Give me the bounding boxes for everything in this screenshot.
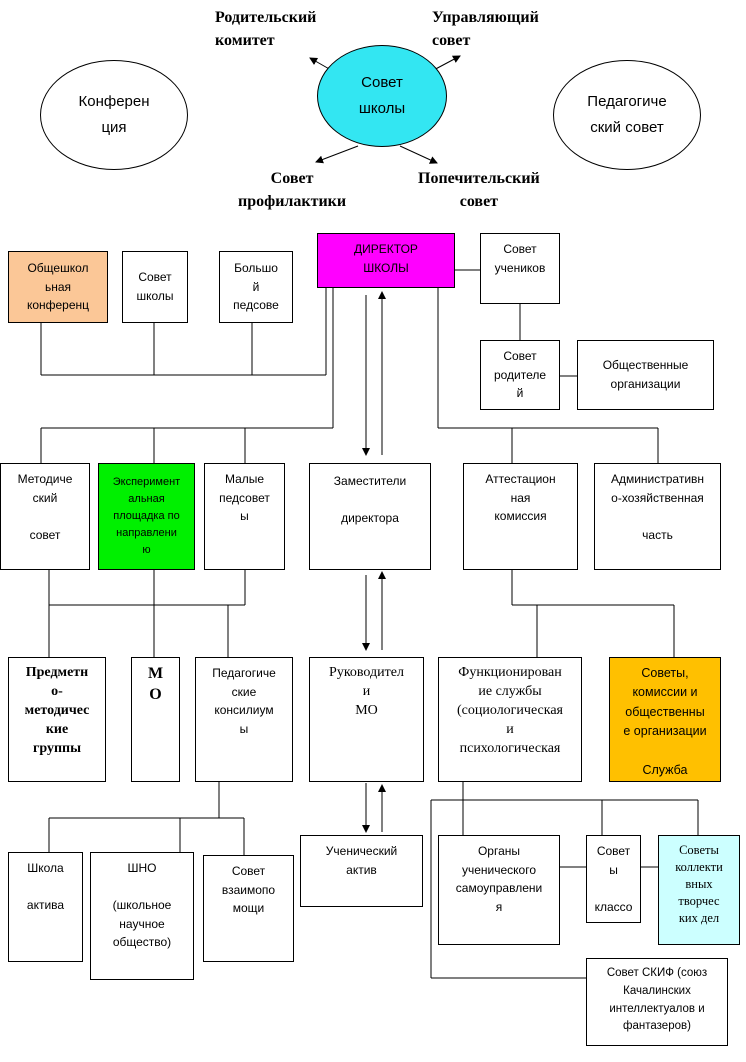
deputies-box: Заместители директора xyxy=(309,463,431,570)
experimental-site-box: Эксперимент альная площадка по направлен… xyxy=(98,463,195,570)
skif-council-box: Совет СКИФ (союз Качалинских интеллектуа… xyxy=(586,958,728,1046)
attestation-commission-box: Аттестацион ная комиссия xyxy=(463,463,578,570)
functioning-services-box: Функционирован ие службы (социологическа… xyxy=(438,657,582,782)
student-activists-box: Ученический актив xyxy=(300,835,423,907)
school-council-box: Совет школы xyxy=(122,251,188,323)
parents-council-box: Совет родителе й xyxy=(480,340,560,410)
school-council-ellipse: Совет школы xyxy=(317,45,447,147)
governing-council-label: Управляющий совет xyxy=(432,9,539,50)
subject-groups-box: Предметн о- методичес кие группы xyxy=(8,657,106,782)
sno-box: ШНО (школьное научное общество) xyxy=(90,852,194,980)
small-teachers-councils-box: Малые педсовет ы xyxy=(204,463,285,570)
parent-committee-label: Родительский комитет xyxy=(215,9,317,50)
pedagogical-council-ellipse: Педагогиче ский совет xyxy=(553,60,701,170)
director-box: ДИРЕКТОР ШКОЛЫ xyxy=(317,233,455,288)
mo-heads-box: Руководител и МО xyxy=(309,657,424,782)
admin-economic-box: Административн о-хозяйственная часть xyxy=(594,463,721,570)
conference-ellipse: Конферен ция xyxy=(40,60,188,170)
mutual-help-council-box: Совет взаимопо мощи xyxy=(203,855,294,962)
pedagogical-consiliums-box: Педагогиче ские консилиум ы xyxy=(195,657,293,782)
creative-councils-box: Советы коллекти вных творчес ких дел xyxy=(658,835,740,945)
self-government-box: Органы ученического самоуправлени я xyxy=(438,835,560,945)
councils-commissions-box: Советы, комиссии и общественны е организ… xyxy=(609,657,721,782)
students-council-box: Совет учеников xyxy=(480,233,560,304)
trustees-council-label: Попечительский совет xyxy=(418,170,540,211)
general-conference-box: Общешкол ьная конференц xyxy=(8,251,108,323)
methodical-council-box: Методиче ский совет xyxy=(0,463,90,570)
prevention-council-label: Совет профилактики xyxy=(238,170,347,211)
activists-school-box: Школа актива xyxy=(8,852,83,962)
arrow-to-prevention-council xyxy=(315,145,359,164)
big-teachers-council-box: Большо й педсове xyxy=(219,251,293,323)
class-councils-box: Совет ы классо xyxy=(586,835,641,923)
public-orgs-box: Общественные организации xyxy=(577,340,714,410)
mo-box: М О xyxy=(131,657,180,782)
arrow-to-trustees-council xyxy=(399,145,438,164)
